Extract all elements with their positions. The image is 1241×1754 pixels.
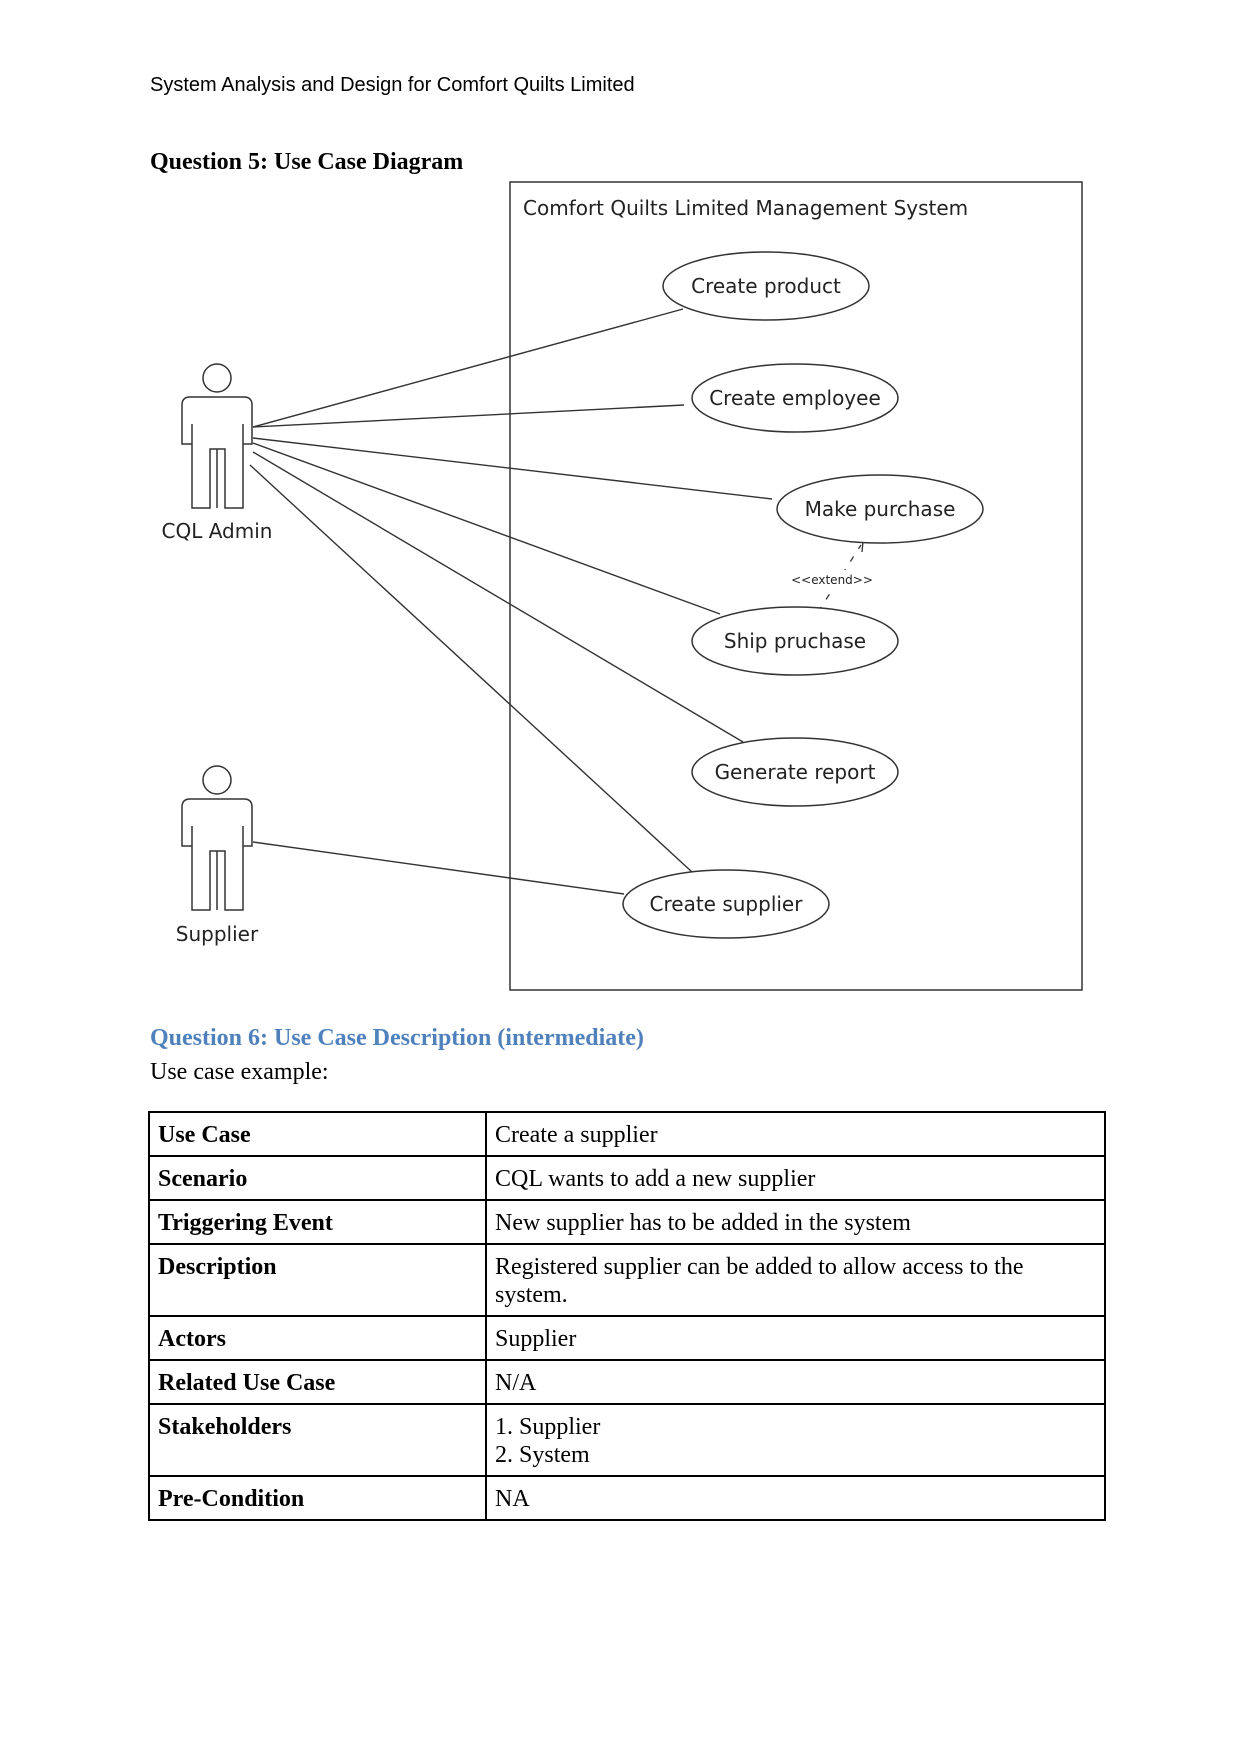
table-row: Related Use Case N/A <box>148 1359 1106 1405</box>
system-boundary <box>509 181 1083 991</box>
assoc-admin-make-purchase <box>252 437 773 500</box>
value-line: Registered supplier can be added to allo… <box>495 1254 1024 1280</box>
use-case-generate-report[interactable]: Generate report <box>691 737 899 807</box>
row-value: N/A <box>485 1359 1106 1405</box>
use-case-label: Generate report <box>715 760 876 784</box>
use-case-label: Create employee <box>709 386 881 410</box>
row-value: New supplier has to be added in the syst… <box>485 1199 1106 1245</box>
table-row: Stakeholders 1. Supplier 2. System <box>148 1403 1106 1477</box>
value-line: N/A <box>495 1370 537 1396</box>
value-line: New supplier has to be added in the syst… <box>495 1210 911 1236</box>
value-line: 2. System <box>495 1442 590 1468</box>
actor-cql-admin <box>181 363 253 509</box>
value-line: 1. Supplier <box>495 1414 601 1440</box>
actor-supplier-label: Supplier <box>176 922 259 946</box>
row-key: Scenario <box>148 1155 487 1201</box>
table-row: Pre-Condition NA <box>148 1475 1106 1521</box>
assoc-admin-ship-purchase <box>252 442 721 615</box>
row-value: Supplier <box>485 1315 1106 1361</box>
table-row: Scenario CQL wants to add a new supplier <box>148 1155 1106 1201</box>
use-case-create-supplier[interactable]: Create supplier <box>622 869 830 939</box>
use-case-label: Ship pruchase <box>724 629 866 653</box>
system-title: Comfort Quilts Limited Management System <box>523 196 968 220</box>
use-case-diagram: Comfort Quilts Limited Management System… <box>162 181 1083 991</box>
row-value: Create a supplier <box>485 1111 1106 1157</box>
row-value: Registered supplier can be added to allo… <box>485 1243 1106 1317</box>
use-case-make-purchase[interactable]: Make purchase <box>776 474 984 544</box>
row-key: Related Use Case <box>148 1359 487 1405</box>
use-case-description-table: Use Case Create a supplier Scenario CQL … <box>148 1111 1106 1521</box>
actor-head <box>202 363 232 393</box>
value-line: Supplier <box>495 1326 577 1352</box>
value-line: CQL wants to add a new supplier <box>495 1166 816 1192</box>
row-value: 1. Supplier 2. System <box>485 1403 1106 1477</box>
row-key: Stakeholders <box>148 1403 487 1477</box>
row-value: NA <box>485 1475 1106 1521</box>
row-key: Pre-Condition <box>148 1475 487 1521</box>
use-case-create-employee[interactable]: Create employee <box>691 363 899 433</box>
use-case-label: Create product <box>691 274 841 298</box>
actor-head <box>202 765 232 795</box>
use-case-label: Make purchase <box>805 497 956 521</box>
intro-text: Use case example: <box>150 1059 329 1085</box>
row-key: Triggering Event <box>148 1199 487 1245</box>
actor-supplier <box>181 765 253 911</box>
actor-body-outline <box>181 798 253 911</box>
assoc-admin-generate-report <box>252 451 744 743</box>
actor-cql-admin-label: CQL Admin <box>162 519 273 543</box>
assoc-admin-create-product <box>252 308 684 428</box>
question-5-heading: Question 5: Use Case Diagram <box>150 149 464 175</box>
row-value: CQL wants to add a new supplier <box>485 1155 1106 1201</box>
value-line: system. <box>495 1282 568 1308</box>
table-row: Description Registered supplier can be a… <box>148 1243 1106 1317</box>
actor-body-outline <box>181 396 253 509</box>
row-key: Actors <box>148 1315 487 1361</box>
table-row: Use Case Create a supplier <box>148 1111 1106 1157</box>
question-6-heading: Question 6: Use Case Description (interm… <box>150 1025 644 1051</box>
table-row: Actors Supplier <box>148 1315 1106 1361</box>
page-header: System Analysis and Design for Comfort Q… <box>150 74 635 96</box>
row-key: Description <box>148 1243 487 1317</box>
use-case-label: Create supplier <box>650 892 804 916</box>
extend-label: <<extend>> <box>791 573 873 587</box>
use-case-create-product[interactable]: Create product <box>662 251 870 321</box>
value-line: Create a supplier <box>495 1122 658 1148</box>
admin-associations <box>249 308 773 895</box>
table-row: Triggering Event New supplier has to be … <box>148 1199 1106 1245</box>
assoc-admin-create-employee <box>252 404 685 428</box>
assoc-supplier-create-supplier <box>252 841 625 895</box>
assoc-admin-create-supplier <box>249 464 693 873</box>
use-case-ship-purchase[interactable]: Ship pruchase <box>691 606 899 676</box>
row-key: Use Case <box>148 1111 487 1157</box>
value-line: NA <box>495 1486 530 1512</box>
